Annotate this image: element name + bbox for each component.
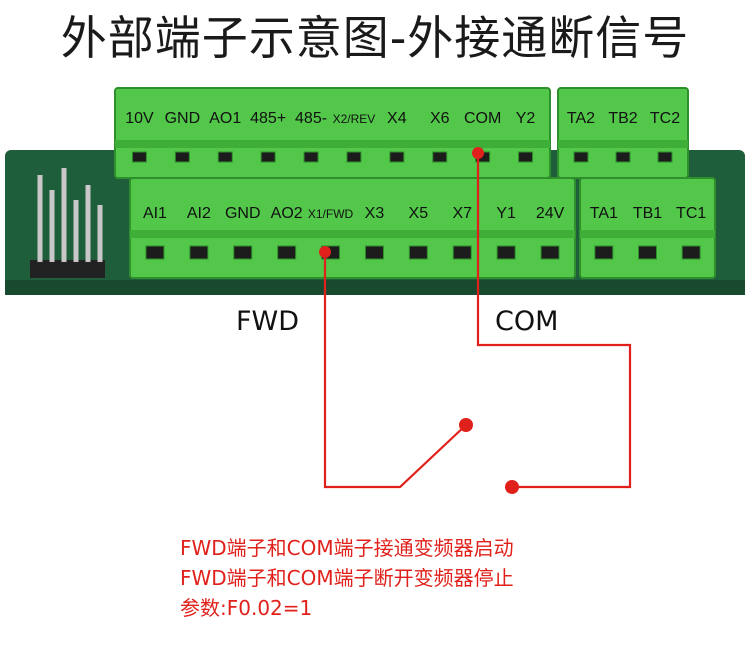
terminal-label: AI1 xyxy=(143,205,167,222)
terminal-label: Y2 xyxy=(516,110,536,127)
page-title: 外部端子示意图-外接通断信号 xyxy=(60,11,690,65)
switch-contact-dot xyxy=(505,480,519,494)
terminal-label: X6 xyxy=(430,110,450,127)
com-terminal-dot xyxy=(472,147,484,159)
bottom-terminal-block: AI1 AI2 GND AO2 X1/FWD X3 X5 X7 Y1 24V xyxy=(129,177,576,279)
note-start: FWD端子和COM端子接通变频器启动 xyxy=(180,536,514,560)
screw-hole xyxy=(452,245,472,260)
wiring xyxy=(323,153,632,489)
terminal-label: X2/REV xyxy=(333,112,376,126)
screw-hole xyxy=(657,151,673,163)
screw-hole xyxy=(277,245,297,260)
screw-hole xyxy=(233,245,253,260)
screw-hole xyxy=(145,245,165,260)
terminal-label: TB2 xyxy=(608,110,637,127)
terminal-label: TC1 xyxy=(676,205,706,222)
screw-hole xyxy=(303,151,319,163)
fwd-label: FWD xyxy=(236,306,300,337)
top-terminal-block: 10V GND AO1 485+ 485- X2/REV X4 X6 COM Y2 xyxy=(114,87,551,179)
terminal-label: X5 xyxy=(409,205,429,222)
terminal-label: X7 xyxy=(452,205,472,222)
screw-hole xyxy=(174,151,190,163)
screw-hole xyxy=(364,245,384,260)
terminal-label: TB1 xyxy=(633,205,662,222)
screw-hole xyxy=(389,151,405,163)
screw-hole xyxy=(638,245,657,260)
screw-hole xyxy=(260,151,276,163)
screw-hole xyxy=(594,245,614,260)
screw-hole xyxy=(131,151,147,163)
terminal-label: X4 xyxy=(387,110,407,127)
terminal-label: AO1 xyxy=(209,110,241,127)
terminal-label: AO2 xyxy=(271,205,303,222)
terminal-label: 10V xyxy=(125,110,154,127)
terminal-label: TA1 xyxy=(590,205,618,222)
screw-hole xyxy=(615,151,631,163)
screw-hole xyxy=(573,151,589,163)
screw-hole xyxy=(518,151,534,163)
screw-hole xyxy=(496,245,516,260)
bottom-relay-block: TA1 TB1 TC1 xyxy=(579,177,716,279)
note-param: 参数:F0.02=1 xyxy=(180,596,313,620)
screw-hole xyxy=(408,245,428,260)
terminal-label: GND xyxy=(225,205,261,222)
com-wire xyxy=(476,153,632,489)
terminal-label: 485- xyxy=(295,110,327,127)
terminal-label: X1/FWD xyxy=(308,207,354,221)
terminal-label: AI2 xyxy=(187,205,211,222)
terminal-label: 485+ xyxy=(250,110,286,127)
terminal-label: TA2 xyxy=(567,110,595,127)
note-stop: FWD端子和COM端子断开变频器停止 xyxy=(180,566,514,590)
terminal-label: TC2 xyxy=(650,110,680,127)
fwd-terminal-dot xyxy=(319,246,331,258)
terminal-label: GND xyxy=(165,110,201,127)
switch-pivot-dot xyxy=(459,418,473,432)
screw-hole xyxy=(432,151,448,163)
screw-hole xyxy=(540,245,560,260)
screw-hole xyxy=(189,245,209,260)
terminal-label: COM xyxy=(464,110,501,127)
screw-hole xyxy=(681,245,701,260)
screw-hole xyxy=(346,151,362,163)
terminal-label: 24V xyxy=(536,205,565,222)
pcb-edge xyxy=(5,280,745,295)
screw-hole xyxy=(217,151,233,163)
top-relay-block: TA2 TB2 TC2 xyxy=(557,87,689,179)
com-label: COM xyxy=(495,306,559,337)
header-pins xyxy=(30,168,105,278)
fwd-wire xyxy=(323,252,467,489)
terminal-label: Y1 xyxy=(496,205,516,222)
terminal-label: X3 xyxy=(365,205,385,222)
